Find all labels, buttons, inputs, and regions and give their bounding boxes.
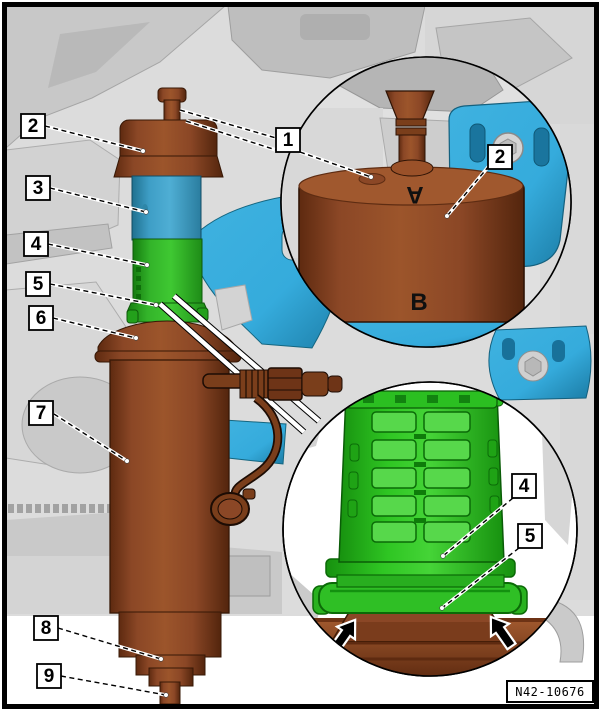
callout-box-5 [25,271,51,297]
callout-box-8 [33,615,59,641]
side-vents [347,439,500,518]
callout-detail-4: 4 [519,476,530,497]
cable [232,395,281,497]
callout-6: 6 [36,308,47,329]
rim-notches [363,395,470,403]
plug-nub [242,488,256,500]
stem-ring [395,127,427,136]
background-shape [214,284,253,331]
callout-1: 1 [283,130,294,151]
vent-dividers [414,434,426,523]
sensor-tip [301,371,329,397]
sensor-tip-end [327,375,343,393]
top-mount-skirt [113,155,224,178]
callout-box-4 [23,231,49,257]
marking-b: B [410,289,427,316]
stem-base [390,159,434,177]
detail-circle-bottom-edge [282,381,578,677]
detail-circle-top-edge [280,56,572,348]
leader-end-dots [124,148,450,698]
callout-box-detail-4 [511,473,537,499]
callouts: 2 3 4 5 6 7 8 9 1 2 4 5 [20,113,543,689]
strut-step-1 [118,611,222,658]
clip-foot [126,309,139,324]
sleeve-flange-step [336,574,505,588]
bolt-hex [524,356,542,377]
bracket-slot [469,123,486,163]
callout-box-6 [28,305,54,331]
marking-a: A [406,181,423,208]
sensor-rib-lines [245,370,265,398]
level-sensor [202,367,343,526]
callout-box-detail-5 [517,523,543,549]
background-shape [300,14,370,40]
callout-9: 9 [44,666,55,687]
green-sleeve-slots [136,267,141,299]
callout-2: 2 [28,116,39,137]
callout-3: 3 [33,178,44,199]
stem-ring [395,118,427,127]
callout-box-2 [20,113,46,139]
callout-4: 4 [31,234,42,255]
background-shape [48,22,150,88]
callout-5: 5 [33,274,44,295]
callout-box-7 [28,400,54,426]
figure-code-label: N42-10676 [515,685,585,699]
callout-detail-5: 5 [525,526,536,547]
connector-plug-face [217,498,243,520]
callout-8: 8 [41,618,52,639]
base-cone-shadow [332,622,508,641]
callout-box-detail-2 [487,144,513,170]
sleeve-vents [371,411,471,543]
callout-box-3 [25,175,51,201]
callout-7: 7 [36,403,47,424]
protective-sleeve [338,392,505,563]
strut-body [109,359,230,614]
sensor-hex [267,367,303,401]
sensor-ribs [239,369,271,399]
background-shape [227,6,426,79]
bracket-slot [552,340,565,362]
leader-lines [44,108,521,698]
figure-code: N42-10676 [506,680,594,703]
background-shape [6,139,121,251]
callout-box-9 [36,663,62,689]
callout-detail-2: 2 [495,147,506,168]
green-sleeve [132,238,203,306]
detail-circle-top: A B [280,56,572,348]
bracket-slot [502,338,515,360]
figure-code-box [506,680,594,703]
detail-circle-bottom [282,381,578,677]
bracket-slot [533,127,550,167]
callout-box-1 [275,127,301,153]
